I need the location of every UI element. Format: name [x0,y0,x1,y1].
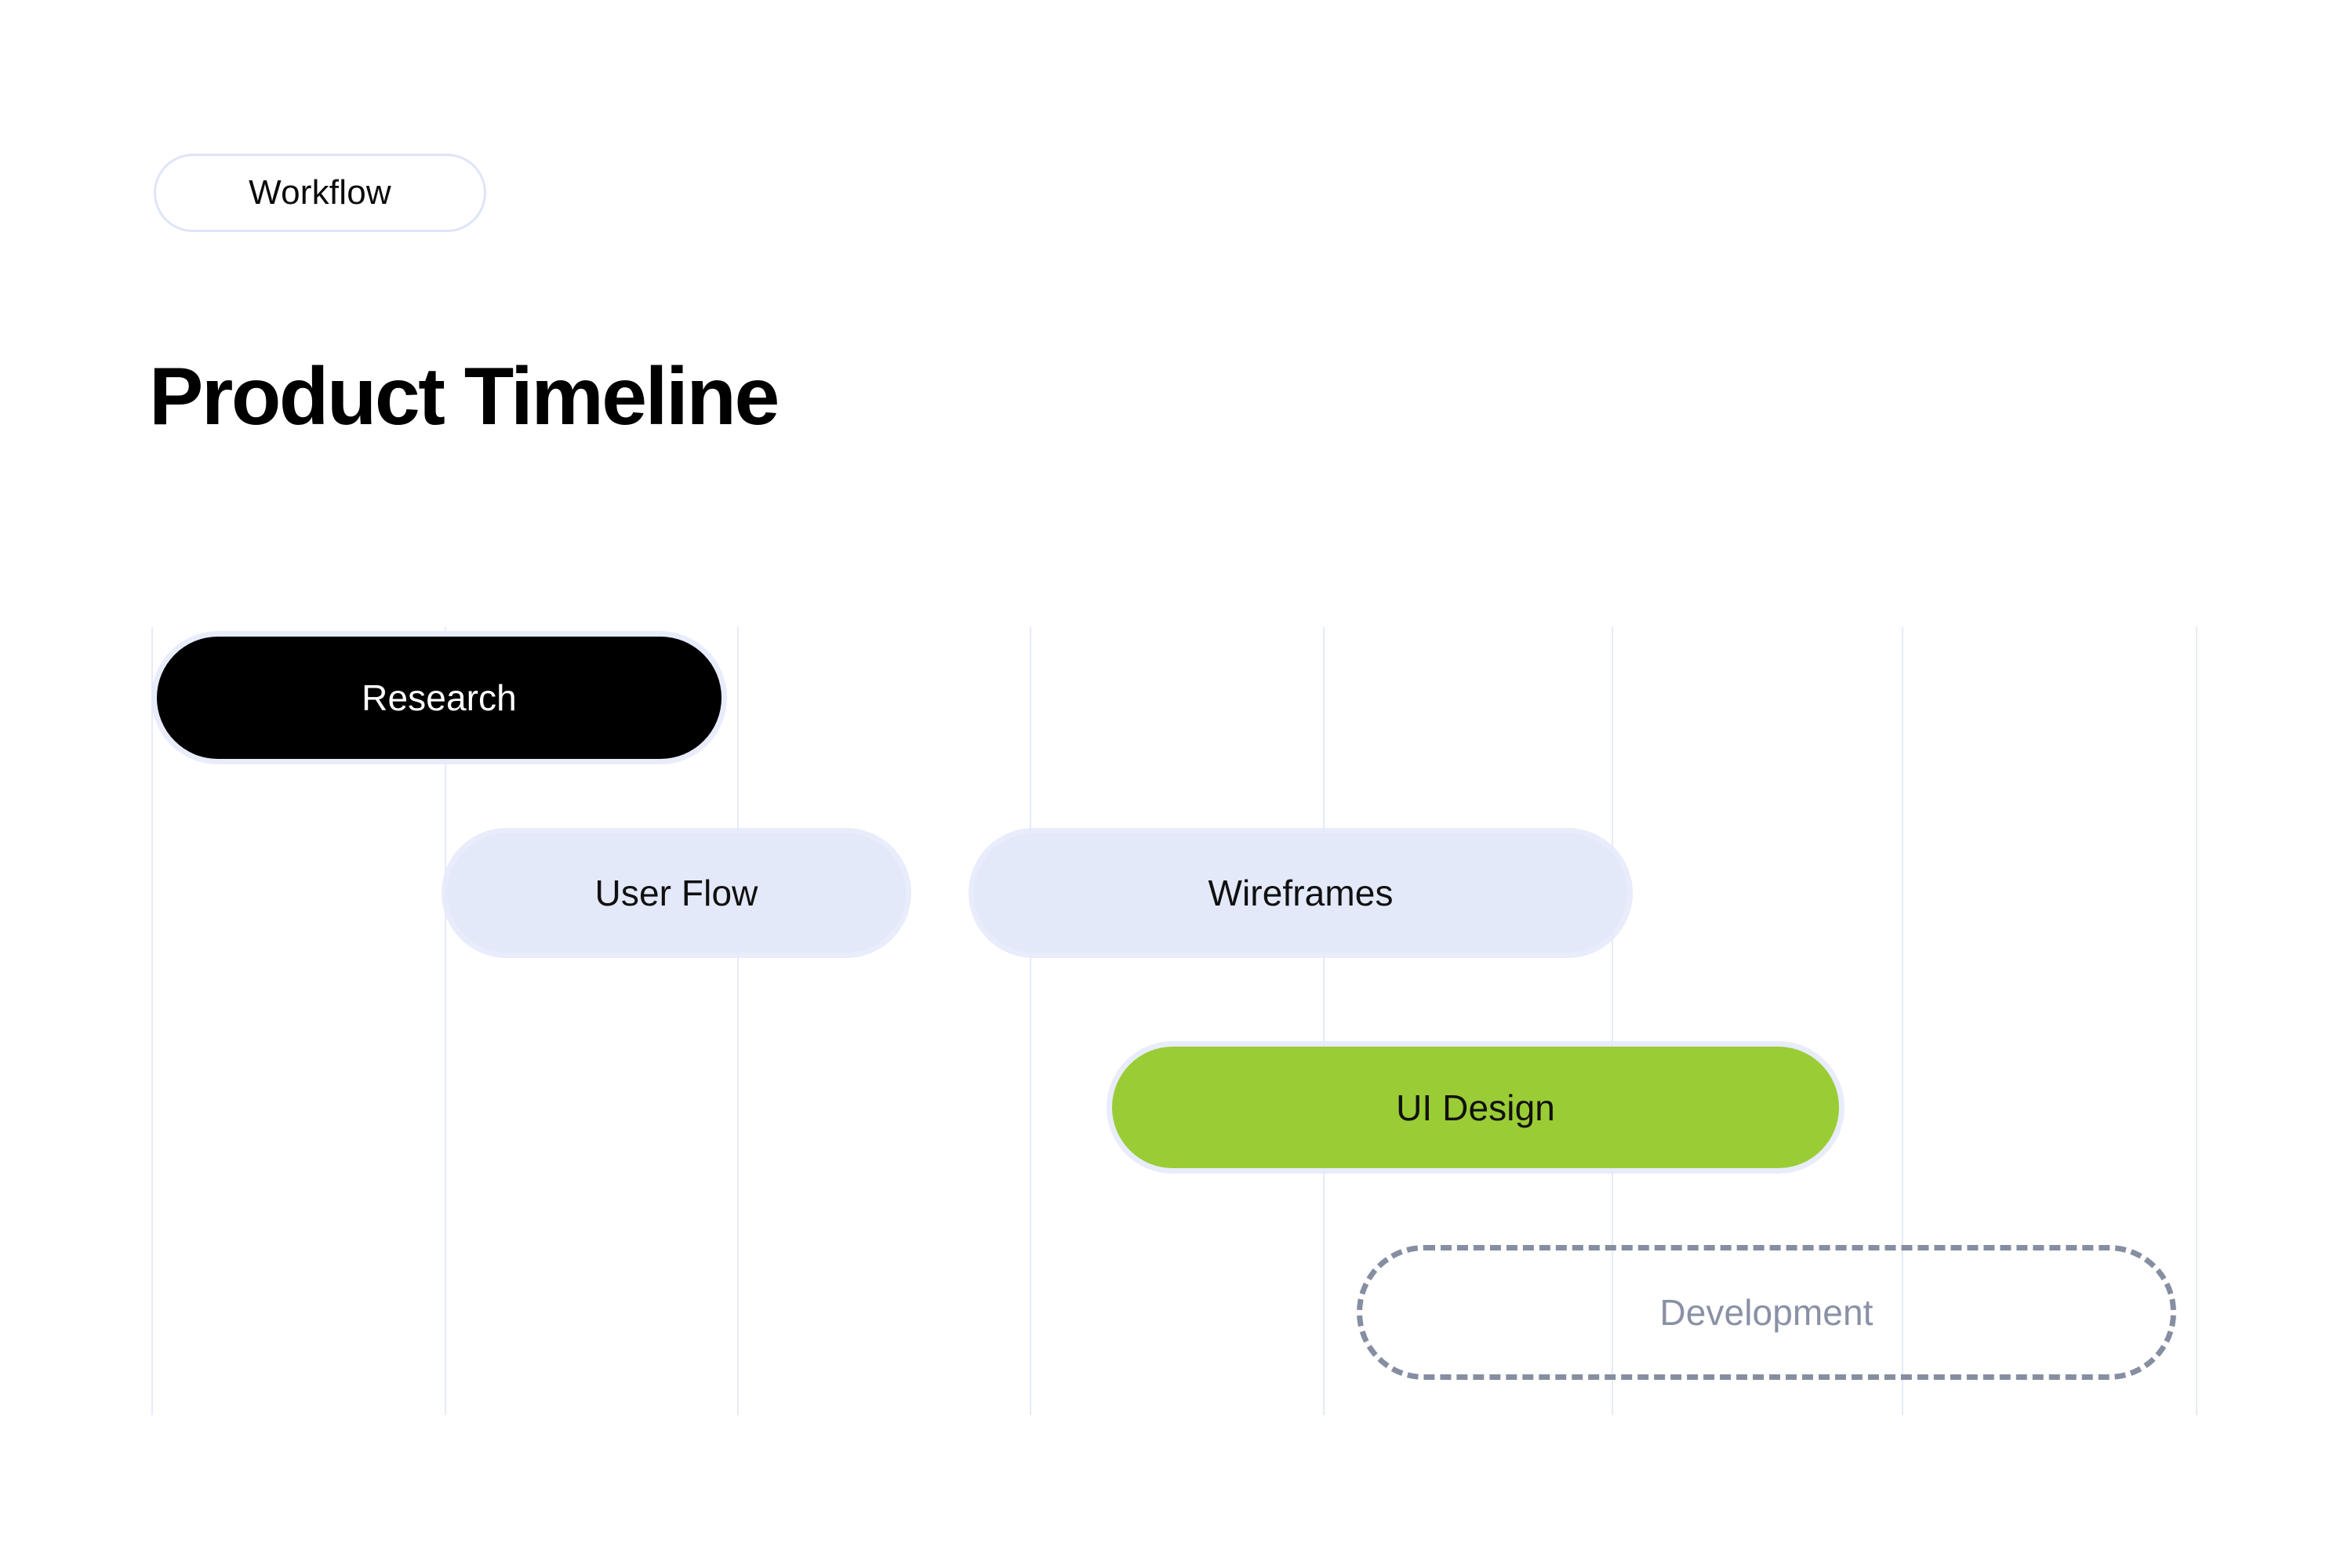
timeline-bar-ui-design[interactable]: UI Design [1112,1047,1839,1168]
workflow-badge-label: Workflow [249,173,391,212]
gridline-4 [1323,627,1325,1415]
timeline-bar-ui-design-label: UI Design [1396,1087,1555,1128]
page-title: Product Timeline [149,350,780,442]
timeline-bar-wireframes-label: Wireframes [1208,873,1394,913]
gridline-6 [1902,627,1903,1415]
timeline-bar-user-flow[interactable]: User Flow [447,833,906,953]
timeline-bar-development-label: Development [1659,1292,1874,1333]
gridline-3 [1030,627,1031,1415]
timeline-bar-research[interactable]: Research [157,637,721,759]
workflow-badge[interactable]: Workflow [154,154,486,232]
gridline-0 [151,627,153,1415]
gridline-1 [445,627,446,1415]
gridline-7 [2196,627,2197,1415]
timeline-bar-user-flow-label: User Flow [594,873,758,913]
timeline-bar-wireframes[interactable]: Wireframes [974,833,1627,953]
timeline-bar-research-label: Research [362,677,517,718]
gridline-2 [737,627,739,1415]
timeline-bar-development[interactable]: Development [1357,1245,2176,1380]
gridline-5 [1612,627,1613,1415]
